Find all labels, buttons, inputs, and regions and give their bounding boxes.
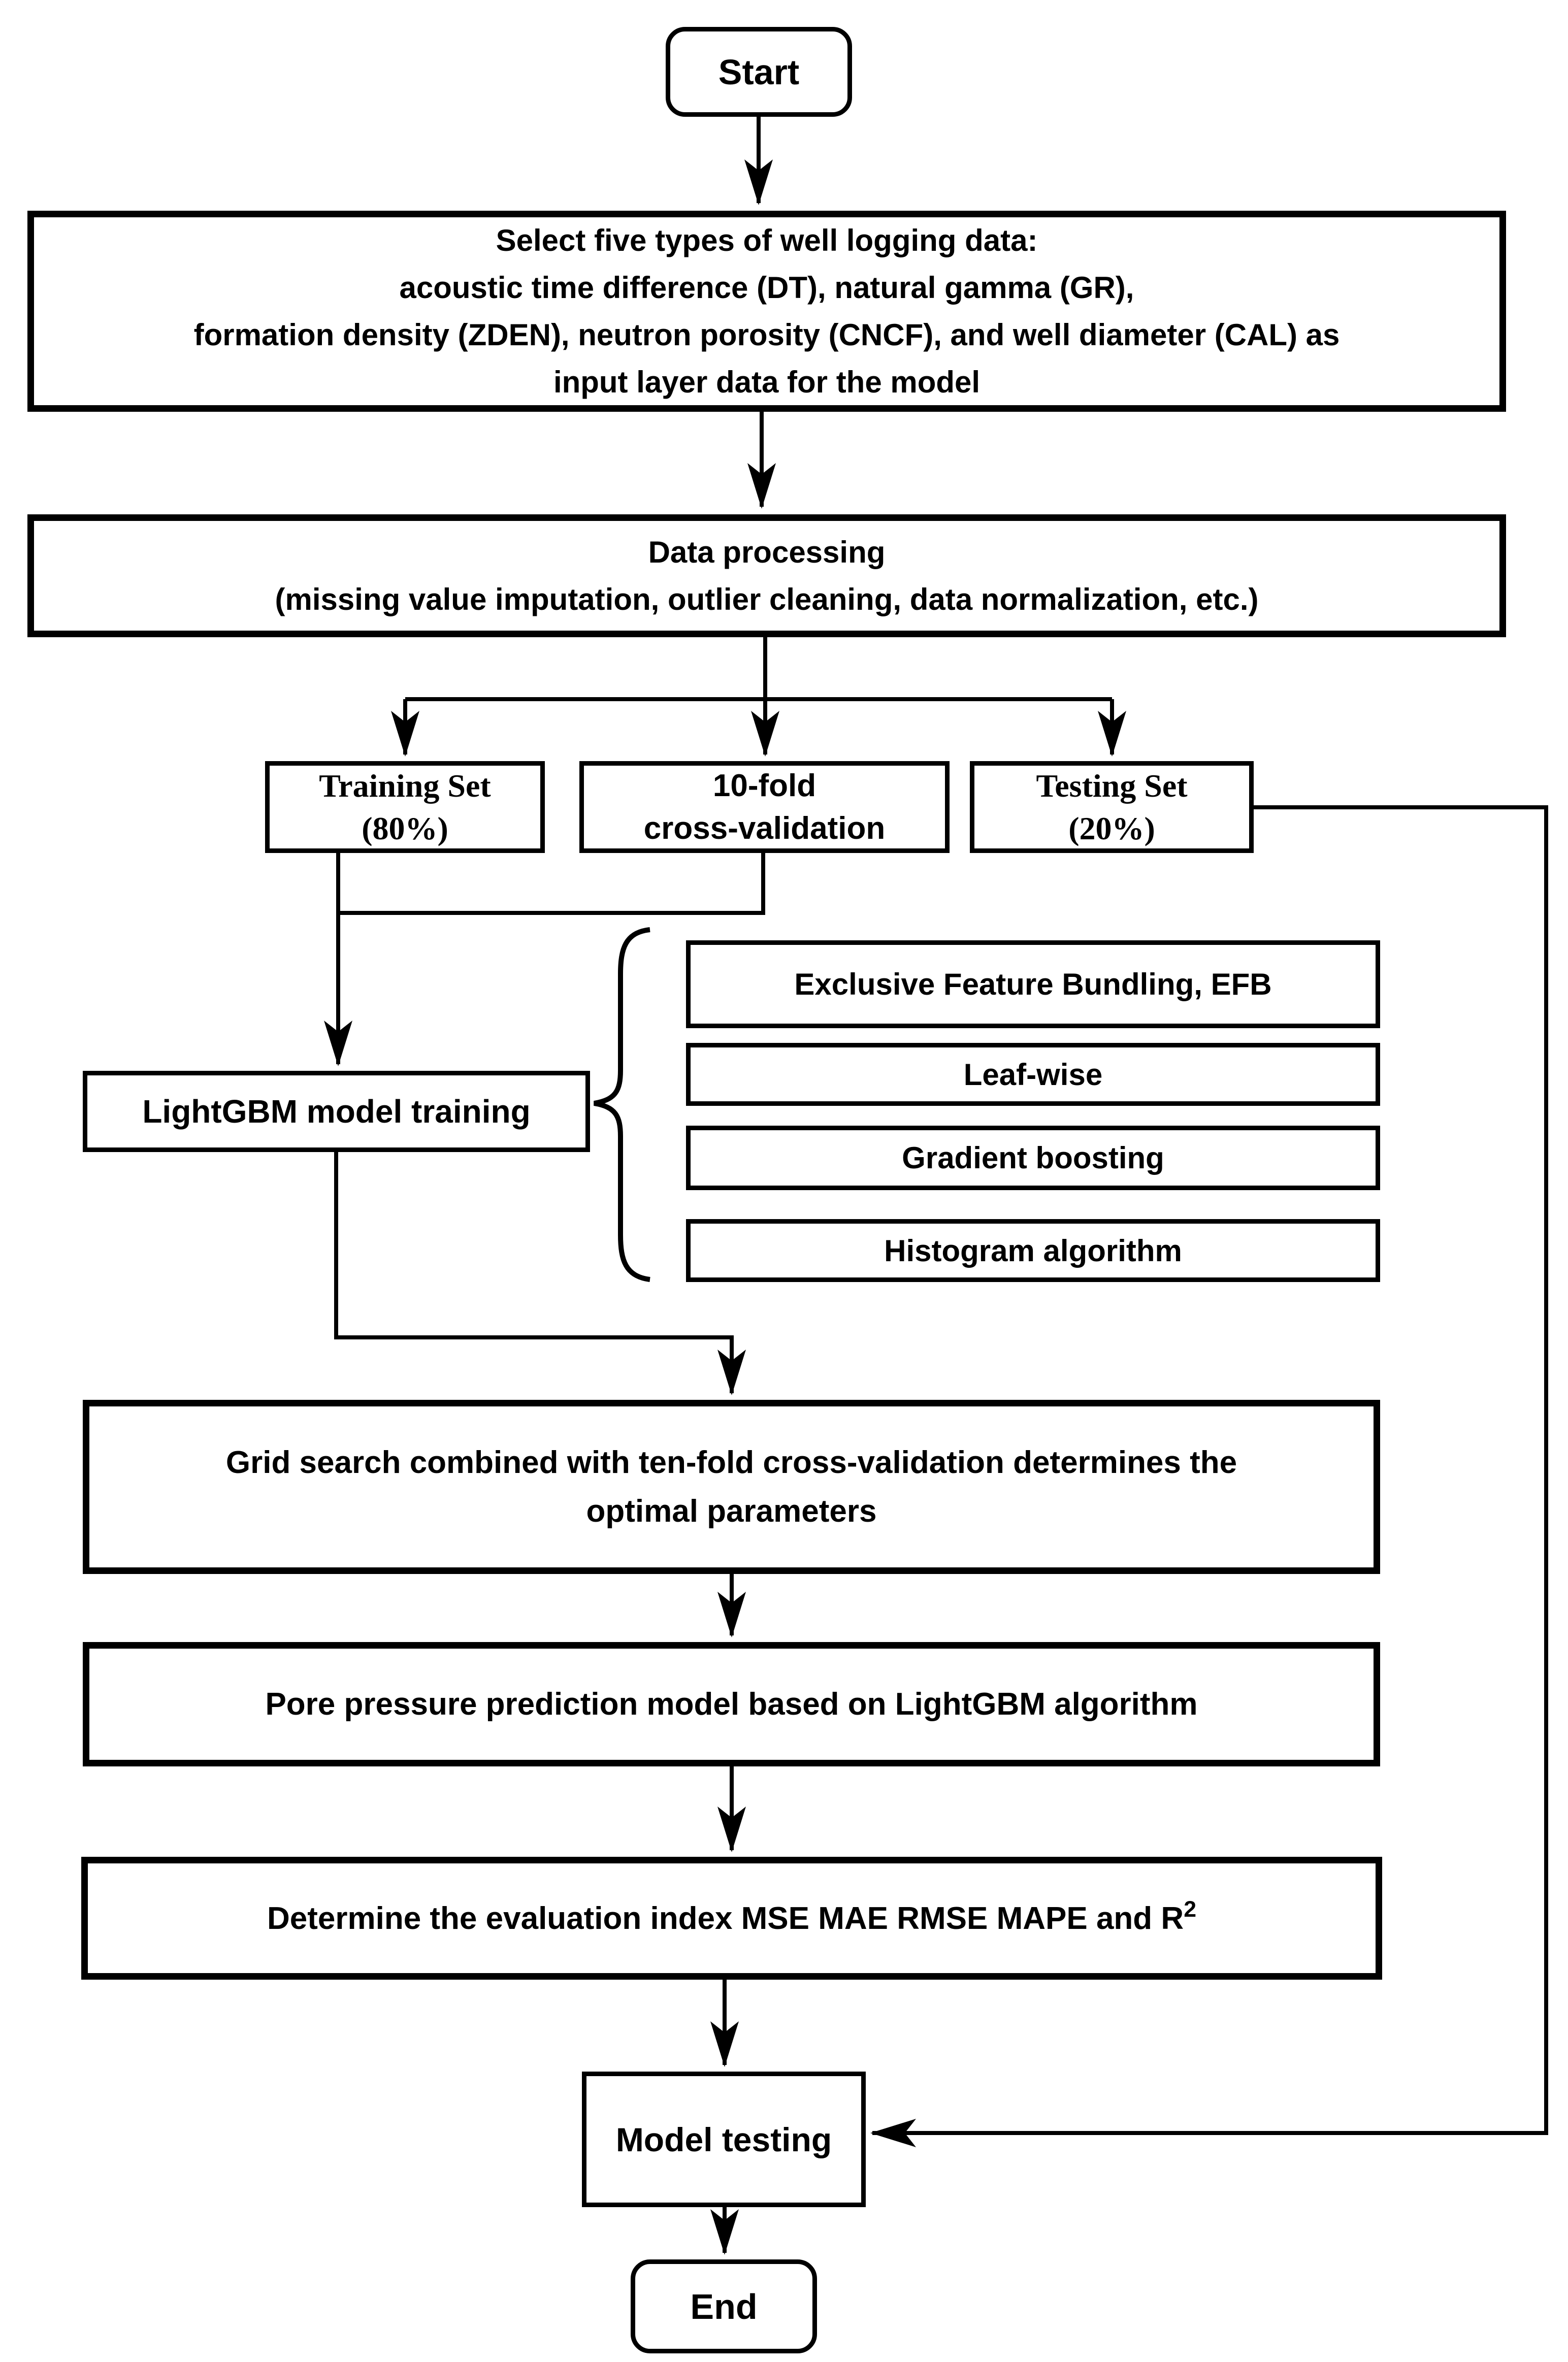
pore-pressure-model-node: Pore pressure prediction model based on …	[83, 1642, 1380, 1766]
select-data-line: input layer data for the model	[553, 365, 981, 399]
cross-validation-line: cross-validation	[643, 810, 886, 846]
data-processing-node: Data processing (missing value imputatio…	[27, 514, 1506, 637]
testing-set-line: (20%)	[1068, 810, 1155, 846]
curly-brace	[594, 927, 650, 1282]
lightgbm-training-node: LightGBM model training	[83, 1071, 590, 1152]
lightgbm-training-label: LightGBM model training	[142, 1093, 531, 1130]
model-testing-node: Model testing	[582, 2072, 866, 2207]
select-data-line: acoustic time difference (DT), natural g…	[399, 271, 1134, 305]
histogram-algorithm-label: Histogram algorithm	[884, 1233, 1182, 1268]
efb-node: Exclusive Feature Bundling, EFB	[686, 940, 1380, 1028]
gradient-boosting-node: Gradient boosting	[686, 1126, 1380, 1190]
grid-search-line: Grid search combined with ten-fold cross…	[225, 1445, 1237, 1480]
leaf-wise-label: Leaf-wise	[963, 1057, 1103, 1092]
testing-set-line: Testing Set	[1036, 767, 1188, 804]
evaluation-index-label: Determine the evaluation index MSE MAE R…	[267, 1896, 1197, 1936]
start-label: Start	[718, 52, 800, 92]
training-set-node: Training Set (80%)	[265, 761, 545, 853]
efb-label: Exclusive Feature Bundling, EFB	[794, 967, 1272, 1001]
pore-pressure-model-label: Pore pressure prediction model based on …	[265, 1687, 1198, 1722]
training-set-line: Training Set	[319, 767, 491, 804]
end-node: End	[631, 2259, 817, 2353]
line-crossvalidation-down	[338, 851, 765, 915]
select-data-line: Select five types of well logging data:	[496, 223, 1038, 257]
histogram-algorithm-node: Histogram algorithm	[686, 1219, 1380, 1282]
testing-set-node: Testing Set (20%)	[970, 761, 1254, 853]
grid-search-node: Grid search combined with ten-fold cross…	[83, 1400, 1380, 1574]
select-data-line: formation density (ZDEN), neutron porosi…	[193, 318, 1340, 352]
arrow-lightgbm-to-gridsearch	[334, 1151, 746, 1395]
end-label: End	[690, 2286, 758, 2326]
data-processing-line: (missing value imputation, outlier clean…	[275, 582, 1259, 616]
gradient-boosting-label: Gradient boosting	[902, 1141, 1164, 1175]
leaf-wise-node: Leaf-wise	[686, 1043, 1380, 1106]
start-node: Start	[666, 27, 852, 117]
cross-validation-node: 10-fold cross-validation	[579, 761, 950, 853]
evaluation-superscript: 2	[1184, 1896, 1197, 1922]
grid-search-line: optimal parameters	[586, 1493, 877, 1529]
arrow-testing-to-modeltesting	[870, 805, 1548, 2147]
training-set-line: (80%)	[362, 810, 448, 846]
cross-validation-line: 10-fold	[712, 768, 816, 803]
data-processing-line: Data processing	[648, 535, 886, 569]
model-testing-label: Model testing	[615, 2120, 832, 2158]
select-data-node: Select five types of well logging data: …	[27, 211, 1506, 412]
evaluation-index-node: Determine the evaluation index MSE MAE R…	[81, 1857, 1382, 1980]
